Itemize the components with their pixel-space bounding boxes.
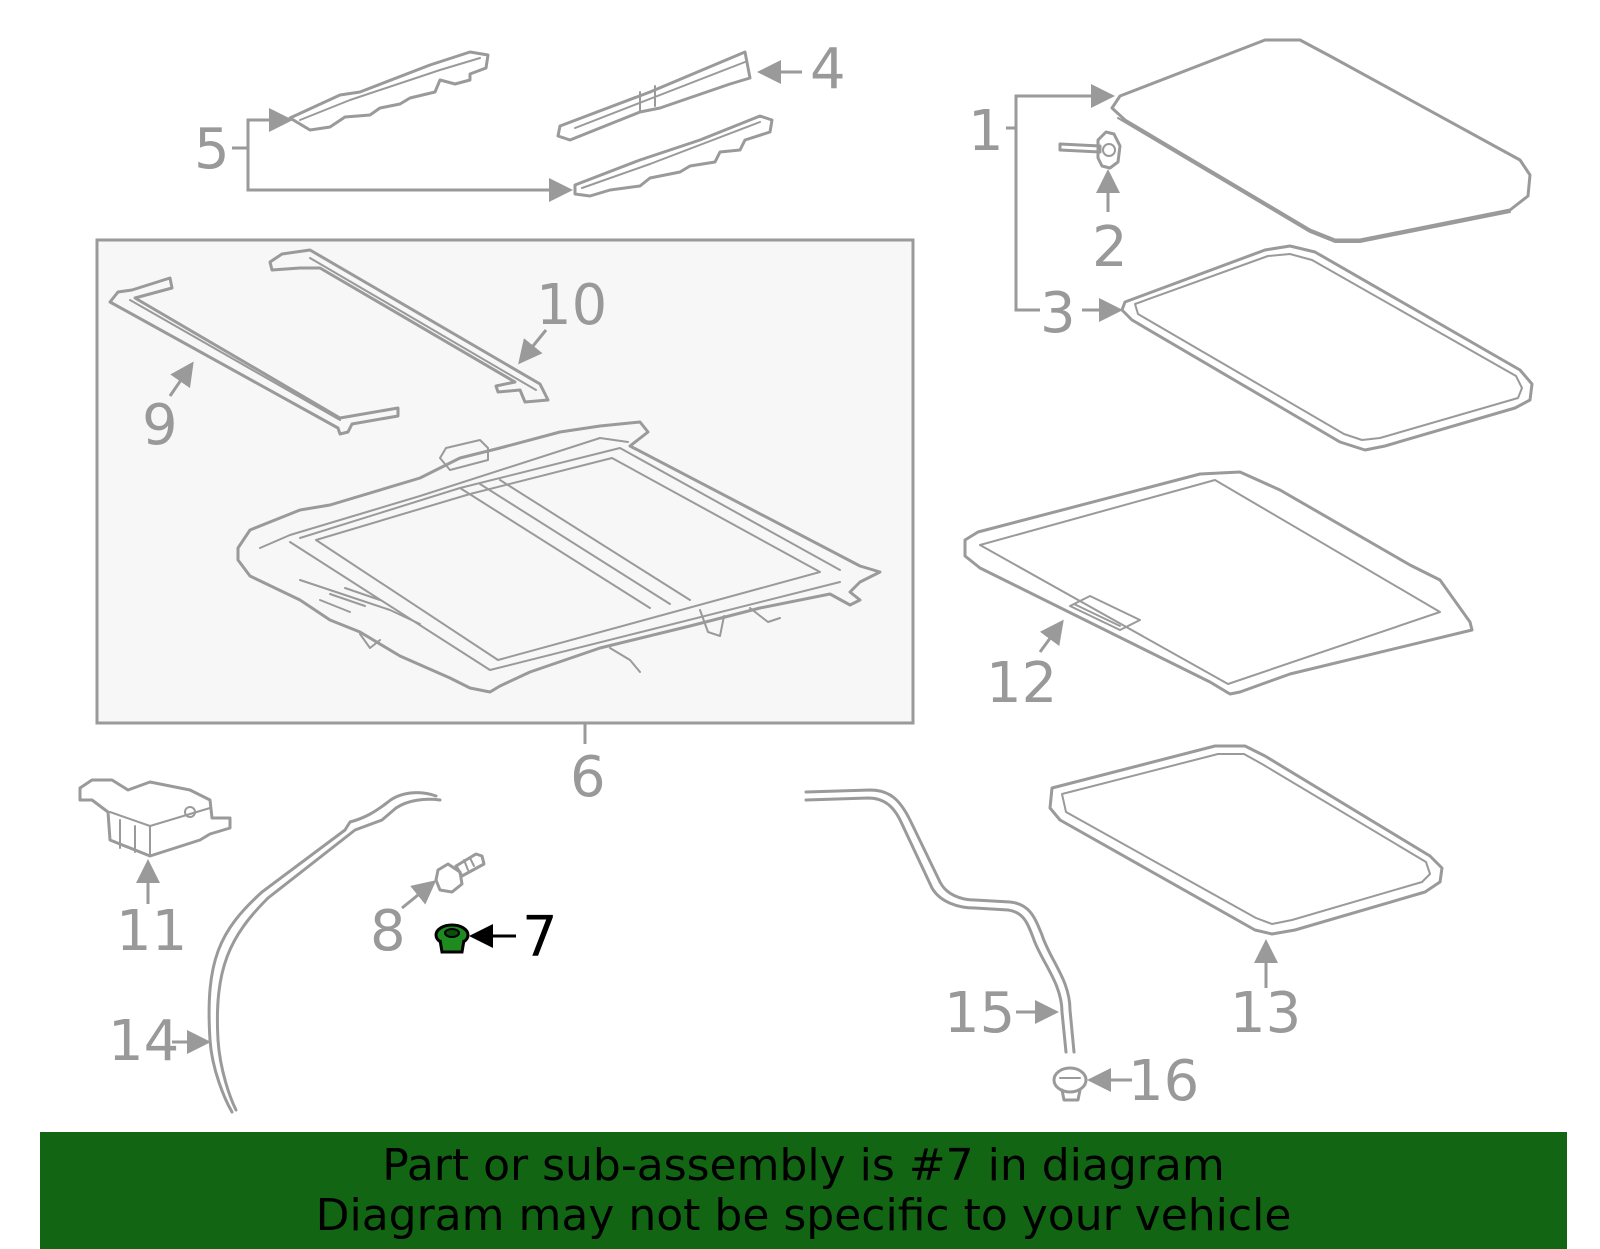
callout-2: 2 (1092, 215, 1128, 280)
callout-16: 16 (1128, 1049, 1199, 1114)
callout-11: 11 (116, 899, 187, 964)
part-3-seal[interactable] (1120, 244, 1534, 452)
callout-4: 4 (810, 37, 846, 102)
banner-line-disclaimer: Diagram may not be specific to your vehi… (315, 1190, 1292, 1241)
part-5-rail-brackets[interactable] (288, 50, 774, 198)
info-banner: Part or sub-assembly is #7 in diagram Di… (40, 1132, 1567, 1249)
callout-14: 14 (108, 1009, 179, 1074)
callout-1: 1 (968, 99, 1004, 164)
callout-12: 12 (986, 651, 1057, 716)
part-15-drain-hose[interactable] (804, 788, 1076, 1054)
part-12-sunshade[interactable] (963, 470, 1474, 696)
part-4-guide[interactable] (556, 50, 752, 142)
part-9-rail[interactable] (108, 276, 400, 436)
callout-6: 6 (570, 745, 606, 810)
part-2-screw[interactable] (1058, 130, 1122, 170)
part-7-clip-highlighted[interactable] (434, 923, 470, 954)
banner-line-part-number: Part or sub-assembly is #7 in diagram (382, 1140, 1225, 1191)
part-10-rail[interactable] (268, 248, 550, 404)
part-13-weatherstrip[interactable] (1048, 744, 1444, 936)
part-14-drain-hose[interactable] (207, 791, 442, 1114)
callout-15: 15 (944, 981, 1015, 1046)
callout-7-highlighted: 7 (522, 905, 558, 970)
callout-9: 9 (142, 393, 178, 458)
callout-13: 13 (1230, 981, 1301, 1046)
part-16-clip[interactable] (1052, 1066, 1088, 1102)
part-6-sunroof-frame[interactable] (236, 420, 882, 694)
leader-lines (136, 60, 1278, 1092)
assembly-6-box (95, 238, 915, 725)
callout-8: 8 (370, 899, 406, 964)
part-1-glass-panel[interactable] (1110, 38, 1532, 243)
part-11-motor[interactable] (78, 778, 232, 858)
callout-5: 5 (194, 117, 230, 182)
part-8-bolt[interactable] (434, 852, 486, 894)
callout-3: 3 (1040, 281, 1076, 346)
callout-numbers: 1 2 3 4 5 6 7 8 9 10 11 12 13 14 15 16 (108, 37, 1301, 1114)
callout-10: 10 (536, 273, 607, 338)
